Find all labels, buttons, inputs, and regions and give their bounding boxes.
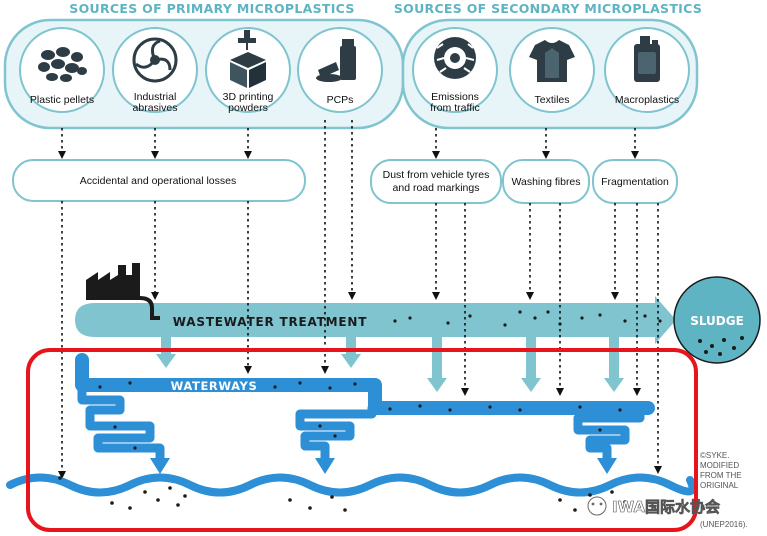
- source-label: Textiles: [534, 94, 569, 106]
- svg-text:(UNEP2016).: (UNEP2016).: [700, 520, 748, 529]
- source-3d-printing-powders: 3D printing powders: [205, 27, 291, 114]
- svg-text:FROM THE: FROM THE: [700, 471, 742, 480]
- washing-fibres-label: Washing fibres: [511, 176, 580, 188]
- source-label: PCPs: [327, 94, 354, 106]
- highlight-frame: [26, 348, 698, 532]
- sludge-label: SLUDGE: [690, 314, 744, 328]
- canister-icon: [634, 36, 660, 82]
- svg-text:ORIGINAL: ORIGINAL: [700, 481, 739, 490]
- waterways-label: WATERWAYS: [171, 379, 258, 393]
- accidental-losses-box: [12, 159, 306, 202]
- watermark-text: IWA国际水协会: [612, 498, 720, 516]
- wastewater-treatment-band: [75, 296, 676, 344]
- source-emissions-from-traffic: Emissions from traffic: [412, 27, 498, 114]
- flow-arrows-top: [58, 128, 639, 159]
- source-plastic-pellets: Plastic pellets: [19, 27, 105, 113]
- factory-icon: [86, 263, 160, 320]
- fragmentation-box: [592, 159, 678, 204]
- sludge-circle: [673, 276, 761, 364]
- accidental-losses-label: Accidental and operational losses: [80, 175, 236, 187]
- waterway-outlet-arrows: [150, 458, 617, 474]
- source-label: Industrial: [134, 91, 177, 103]
- source-label: 3D printing: [223, 91, 274, 103]
- source-industrial-abrasives: Industrial abrasives: [112, 27, 198, 114]
- source-label: powders: [228, 102, 268, 114]
- credit-note: ©SYKE. MODIFIED FROM THE ORIGINAL (UNEP2…: [700, 451, 748, 529]
- primary-sources-header: SOURCES OF PRIMARY MICROPLASTICS: [69, 1, 354, 16]
- 3d-printer-icon: [230, 30, 266, 88]
- source-label: from traffic: [430, 102, 479, 114]
- water-body-wave: [6, 473, 697, 497]
- source-label: Emissions: [431, 91, 479, 103]
- secondary-sources-header: SOURCES OF SECONDARY MICROPLASTICS: [394, 1, 702, 16]
- fragmentation-label: Fragmentation: [601, 176, 669, 188]
- tshirt-icon: [529, 40, 575, 82]
- source-macroplastics: Macroplastics: [604, 27, 690, 113]
- wastewater-treatment-label: WASTEWATER TREATMENT: [173, 315, 367, 329]
- dust-label-2: and road markings: [393, 182, 480, 194]
- source-label: Macroplastics: [615, 94, 679, 106]
- source-label: Plastic pellets: [30, 94, 94, 106]
- svg-text:MODIFIED: MODIFIED: [700, 461, 739, 470]
- tyre-icon: [434, 37, 476, 79]
- waterway-particles: [98, 381, 622, 450]
- source-pcps: PCPs: [297, 27, 383, 113]
- source-label: abrasives: [133, 102, 178, 114]
- wastewater-particles: [393, 310, 662, 327]
- cosmetics-icon: [316, 39, 356, 82]
- dust-label-1: Dust from vehicle tyres: [383, 169, 490, 181]
- water-body-label: WATER BODY: [280, 505, 370, 519]
- waterways-network: [75, 353, 655, 465]
- svg-text:©SYKE.: ©SYKE.: [700, 451, 729, 460]
- flow-arrows-middle: [58, 120, 662, 479]
- source-textiles: Textiles: [509, 27, 595, 113]
- pellets-icon: [38, 47, 87, 82]
- abrasive-disc-icon: [132, 37, 178, 83]
- sludge-particles: [698, 336, 744, 356]
- watermark: IWA国际水协会: [587, 496, 720, 516]
- washing-fibres-box: [502, 159, 590, 204]
